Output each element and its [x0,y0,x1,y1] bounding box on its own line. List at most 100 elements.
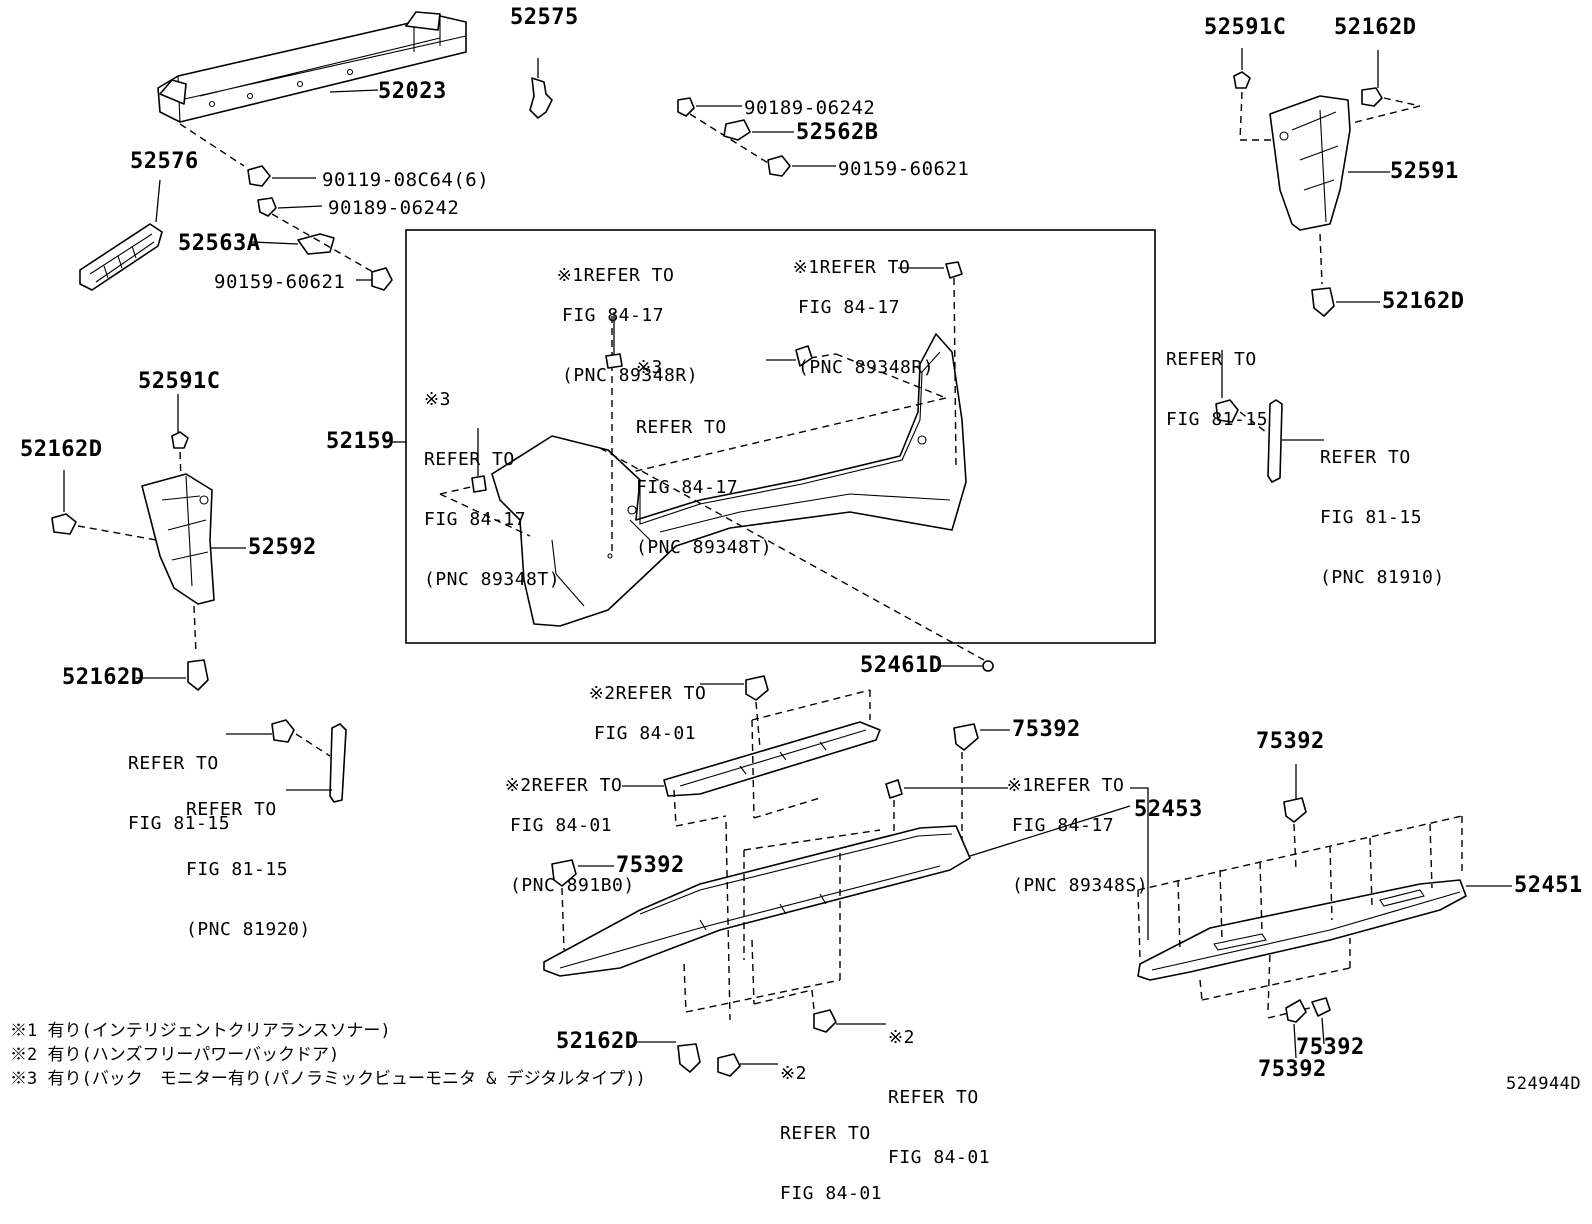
clip-90189-a [257,197,323,217]
part-52451[interactable]: 52451 [1514,873,1583,898]
ref-81-15-a[interactable]: REFER TO FIG 81-15 [1166,310,1268,450]
ref-line1: REFER TO [819,257,911,278]
bumper-cover-52159 [491,333,967,627]
clip-52162D-top [1347,50,1421,125]
clip-52162D-low [136,605,209,691]
screw-90159-b [767,155,836,177]
clip-75392-b [551,859,614,951]
ref-line3: (PNC 89348T) [424,569,561,590]
part-52592[interactable]: 52592 [248,535,317,560]
part-90189-06242-a[interactable]: 90189-06242 [328,197,460,219]
bracket-52592 [141,473,246,605]
ref-89348R-a[interactable]: ※1REFER TO FIG 84-17 (PNC 89348R) [534,246,698,406]
bumper-reinforcement-52023 [157,11,467,167]
ref-89348T-b[interactable]: ※3 REFER TO FIG 84-17 (PNC 89348T) [424,350,560,610]
lower-dashed-guides [683,821,881,1021]
ref-mark: ※3 [424,389,451,410]
ref-81920[interactable]: REFER TO FIG 81-15 (PNC 81920) [186,760,311,960]
part-52162D-right[interactable]: 52162D [1382,289,1465,314]
bracket-52575 [529,58,553,119]
bolt-81-15-left [226,719,331,757]
part-75392-b[interactable]: 75392 [616,853,685,878]
bracket-52591 [1269,95,1390,231]
clip-52162D-left [51,470,157,541]
part-52575[interactable]: 52575 [510,5,579,30]
ref-line3: (PNC 89348S) [1012,875,1149,896]
ref-line2: FIG 84-01 [510,815,613,836]
ref-89348S[interactable]: ※1REFER TO FIG 84-17 (PNC 89348S) [984,756,1148,916]
diagram-code: 524944D [1506,1074,1582,1094]
reflector-81910 [1267,399,1324,483]
ref-line3: (PNC 81920) [186,919,311,940]
part-52562B[interactable]: 52562B [796,120,879,145]
ref-line2: FIG 84-17 [798,297,901,318]
ref-line2: FIG 81-15 [1166,409,1269,430]
ref-mark: ※2 [588,683,616,704]
part-90119-08C64[interactable]: 90119-08C64(6) [322,169,490,191]
ref-line2: FIG 81-15 [1320,507,1423,528]
ref-line1: REFER TO [1320,447,1411,468]
ref-line2: FIG 84-01 [594,723,697,744]
ref-line1: REFER TO [636,417,727,438]
part-75392-a[interactable]: 75392 [1012,717,1081,742]
fastener-89348R-b [898,261,963,279]
clip-75392-c [1283,764,1307,871]
ref-line1: REFER TO [583,265,675,286]
part-52023[interactable]: 52023 [378,79,447,104]
nut-52562B [723,119,794,141]
ref-line3: (PNC 89348T) [636,537,773,558]
part-52591[interactable]: 52591 [1390,159,1459,184]
part-75392-d[interactable]: 75392 [1258,1057,1327,1082]
ref-mark: ※1 [1006,775,1034,796]
parts-diagram: .p { fill: #fff; stroke: #000; stroke-wi… [51,11,1512,1077]
part-90159-60621-a[interactable]: 90159-60621 [214,271,346,293]
ref-line1: REFER TO [186,799,277,820]
ref-line1: REFER TO [1033,775,1125,796]
part-52162D-bottom[interactable]: 52162D [556,1029,639,1054]
reflector-81920 [286,723,347,803]
bolt-90119 [247,165,316,187]
ref-mark: ※1 [556,265,584,286]
clip-52461D [938,660,994,672]
ref-81-15-b[interactable]: REFER TO FIG 81-15 [128,714,230,854]
part-90189-06242-b[interactable]: 90189-06242 [744,97,876,119]
part-75392-c[interactable]: 75392 [1256,729,1325,754]
ref-line1: REFER TO [615,683,707,704]
part-52591C-left[interactable]: 52591C [138,369,221,394]
ref-line1: REFER TO [531,775,623,796]
ref-891B0[interactable]: ※2REFER TO FIG 84-01 (PNC 891B0) [482,756,635,916]
part-52576[interactable]: 52576 [130,149,199,174]
ref-line2: FIG 84-17 [562,305,665,326]
ref-line2: FIG 81-15 [128,813,231,834]
ref-line1: REFER TO [1166,349,1257,370]
part-52563A[interactable]: 52563A [178,231,261,256]
part-52461D[interactable]: 52461D [860,653,943,678]
fastener-89348S [885,779,1008,840]
bumper-cover-frame [405,229,1156,644]
ref-mark: ※2 [780,1063,807,1084]
part-52162D-top[interactable]: 52162D [1334,15,1417,40]
ref-line2: FIG 84-17 [1012,815,1115,836]
ref-89348R-b[interactable]: ※1REFER TO FIG 84-17 (PNC 89348R) [770,238,934,398]
part-52162D-low[interactable]: 52162D [62,665,145,690]
part-52162D-left[interactable]: 52162D [20,437,103,462]
part-75392-e[interactable]: 75392 [1296,1035,1365,1060]
ref-line2: FIG 84-17 [424,509,527,530]
bolt-84-01-bottom-b [813,1009,886,1033]
ref-89348T-a[interactable]: ※3 REFER TO FIG 84-17 (PNC 89348T) [636,318,772,578]
clip-52162D-bottom [636,1041,701,1073]
ref-line3: (PNC 89348R) [562,365,699,386]
footnote-3: ※3 有り(バック モニター有り(パノラミックビューモニタ & デジタルタイプ)… [10,1069,646,1089]
part-52453[interactable]: 52453 [1134,797,1203,822]
ref-84-01-a[interactable]: ※2REFER TO FIG 84-01 [566,664,706,764]
retainer-52563A [251,213,381,277]
ref-84-01-b[interactable]: ※2 REFER TO FIG 84-01 [888,988,990,1188]
ref-84-01-c[interactable]: ※2 REFER TO FIG 84-01 [780,1024,882,1224]
ref-81910[interactable]: REFER TO FIG 81-15 (PNC 81910) [1320,408,1445,608]
ref-line2: FIG 81-15 [186,859,289,880]
part-52159[interactable]: 52159 [326,429,395,454]
clip-75392-e [1311,997,1331,1045]
part-52591C-top[interactable]: 52591C [1204,15,1287,40]
fastener-89348R-a [605,312,623,369]
part-90159-60621-b[interactable]: 90159-60621 [838,158,970,180]
